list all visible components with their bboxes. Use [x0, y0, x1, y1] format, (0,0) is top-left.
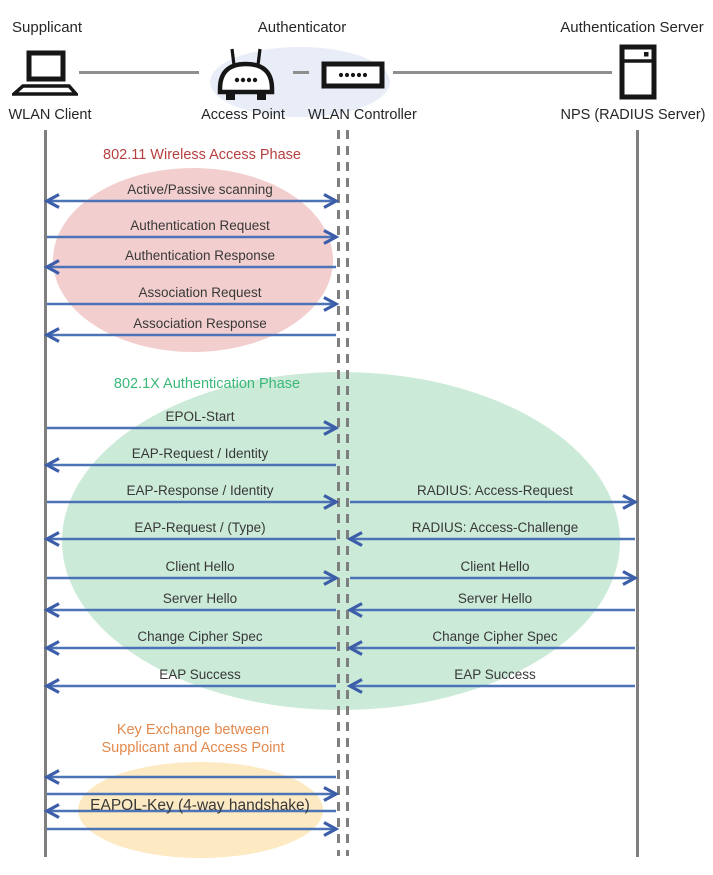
authenticator-role-label: Authenticator [257, 19, 347, 36]
access-point-label: Access Point [201, 107, 285, 123]
phase2-ellipse [62, 372, 620, 710]
arrowhead-icon [43, 327, 60, 343]
auth-server-lifeline [636, 130, 639, 857]
connector-client-ap [79, 71, 199, 74]
laptop-icon [12, 50, 78, 96]
phase3-title-line1: Key Exchange between [116, 722, 270, 738]
supplicant-role-label: Supplicant [12, 19, 83, 36]
arrowhead-icon [43, 457, 60, 473]
wlan-controller-label: WLAN Controller [308, 107, 417, 123]
phase1-title: 802.11 Wireless Access Phase [103, 147, 301, 163]
wlan-client-label: WLAN Client [8, 107, 92, 123]
connector-controller-server [393, 71, 612, 74]
server-icon [619, 44, 657, 100]
phase2-title: 802.1X Authentication Phase [113, 376, 301, 392]
phase3-title: Key Exchange between Supplicant and Acce… [53, 721, 333, 757]
arrowhead-icon [43, 769, 60, 785]
controller-lifeline-right [346, 130, 349, 856]
arrowhead-icon [622, 570, 639, 586]
arrowhead-icon [323, 821, 340, 837]
controller-lifeline-left [337, 130, 340, 856]
arrowhead-icon [622, 494, 639, 510]
supplicant-lifeline [44, 130, 47, 857]
arrowhead-icon [323, 193, 340, 209]
arrowhead-icon [43, 678, 60, 694]
arrowhead-icon [323, 296, 340, 312]
nps-radius-server-label: NPS (RADIUS Server) [560, 107, 706, 123]
arrowhead-icon [43, 193, 60, 209]
phase3-ellipse [78, 762, 323, 858]
access-point-icon [217, 48, 275, 100]
connector-ap-controller [293, 71, 309, 74]
arrowhead-icon [43, 602, 60, 618]
arrowhead-icon [43, 531, 60, 547]
phase1-ellipse [53, 168, 333, 352]
arrowhead-icon [43, 640, 60, 656]
arrowhead-icon [43, 803, 60, 819]
wlan-controller-icon [321, 61, 385, 89]
phase3-title-line2: Supplicant and Access Point [101, 740, 285, 756]
arrowhead-icon [323, 786, 340, 802]
auth-server-role-label: Authentication Server [560, 19, 704, 36]
